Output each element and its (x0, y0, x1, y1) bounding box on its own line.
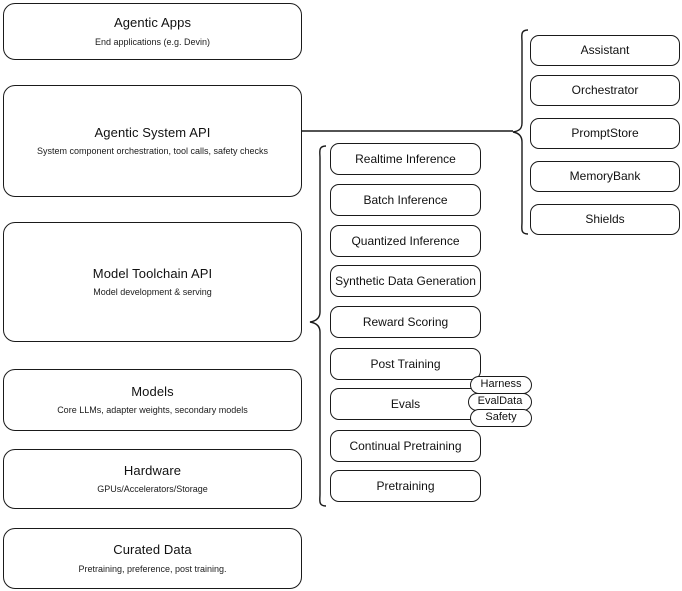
capability-chip-reward-scoring[interactable]: Reward Scoring (330, 306, 481, 338)
capability-chip-quantized-inference[interactable]: Quantized Inference (330, 225, 481, 257)
layer-title: Agentic System API (94, 124, 211, 140)
capability-chip-synthetic-data-generation[interactable]: Synthetic Data Generation (330, 265, 481, 297)
layer-box-model-toolchain-api[interactable]: Model Toolchain API Model development & … (3, 222, 302, 342)
system-component-chip-memorybank[interactable]: MemoryBank (530, 161, 680, 192)
layer-title: Agentic Apps (113, 15, 192, 31)
capability-label: Reward Scoring (362, 314, 449, 329)
capability-label: Synthetic Data Generation (335, 273, 476, 288)
system-component-label: Orchestrator (571, 83, 639, 97)
evals-badge-harness[interactable]: Harness (470, 376, 532, 394)
layer-box-curated-data[interactable]: Curated Data Pretraining, preference, po… (3, 528, 302, 589)
layer-box-models[interactable]: Models Core LLMs, adapter weights, secon… (3, 369, 302, 431)
capability-chip-realtime-inference[interactable]: Realtime Inference (330, 143, 481, 175)
system-component-chip-promptstore[interactable]: PromptStore (530, 118, 680, 149)
evals-badge-label: Safety (485, 411, 517, 424)
layer-subtitle: GPUs/Accelerators/Storage (97, 484, 208, 494)
layer-subtitle: Pretraining, preference, post training. (78, 563, 227, 574)
layer-subtitle: Core LLMs, adapter weights, secondary mo… (57, 405, 248, 415)
layer-box-hardware[interactable]: Hardware GPUs/Accelerators/Storage (3, 449, 302, 509)
capability-chip-batch-inference[interactable]: Batch Inference (330, 184, 481, 216)
capability-chip-pretraining[interactable]: Pretraining (330, 470, 481, 502)
capability-label: Realtime Inference (355, 151, 456, 166)
layer-subtitle: End applications (e.g. Devin) (94, 36, 211, 47)
layer-title: Curated Data (113, 542, 192, 558)
layer-box-agentic-apps[interactable]: Agentic Apps End applications (e.g. Devi… (3, 3, 302, 60)
capability-label: Continual Pretraining (349, 438, 462, 453)
layer-subtitle: System component orchestration, tool cal… (36, 146, 269, 156)
layer-title: Hardware (123, 462, 182, 478)
system-component-label: Shields (585, 212, 625, 226)
evals-badge-label: EvalData (477, 395, 523, 408)
system-component-label: MemoryBank (569, 169, 641, 183)
capability-label: Post Training (370, 356, 441, 371)
layer-box-agentic-system-api[interactable]: Agentic System API System component orch… (3, 85, 302, 197)
capability-label: Batch Inference (363, 192, 448, 207)
layer-title: Model Toolchain API (92, 265, 213, 281)
capability-label: Quantized Inference (351, 233, 460, 248)
capability-chip-evals[interactable]: Evals (330, 388, 481, 420)
system-component-label: Assistant (580, 43, 630, 57)
layer-subtitle: Model development & serving (93, 287, 212, 297)
evals-badge-safety[interactable]: Safety (470, 409, 532, 427)
system-component-chip-assistant[interactable]: Assistant (530, 35, 680, 66)
system-component-label: PromptStore (571, 126, 639, 140)
evals-badge-label: Harness (480, 378, 522, 391)
capability-label: Pretraining (376, 478, 435, 493)
capability-label: Evals (390, 396, 421, 411)
system-component-chip-orchestrator[interactable]: Orchestrator (530, 75, 680, 106)
layer-title: Models (131, 383, 174, 399)
capability-chip-continual-pretraining[interactable]: Continual Pretraining (330, 430, 481, 462)
system-component-chip-shields[interactable]: Shields (530, 204, 680, 235)
capability-chip-post-training[interactable]: Post Training (330, 348, 481, 380)
